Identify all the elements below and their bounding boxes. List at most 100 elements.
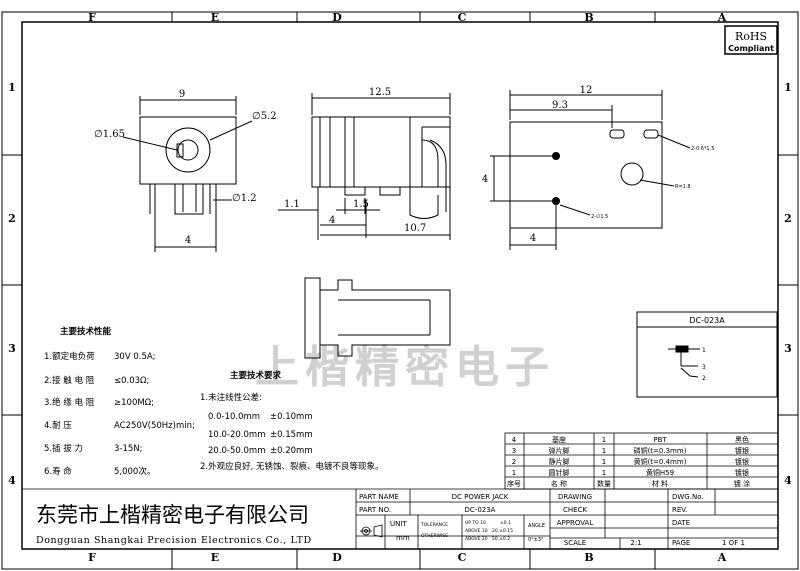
schematic-box bbox=[636, 311, 778, 398]
bom-row-2-name: 静片脚 bbox=[549, 457, 570, 466]
spec-label-1: 1.额定电负荷 bbox=[44, 351, 95, 362]
specs-title: 主要技术性能 bbox=[60, 326, 112, 337]
projection-symbol-icon bbox=[360, 524, 383, 538]
tol-value-2: ±0.15mm bbox=[270, 430, 313, 440]
zone-col-d-bottom: D bbox=[332, 551, 342, 564]
zone-row-4-left: 4 bbox=[8, 474, 16, 487]
angle-value: 0°±3° bbox=[528, 537, 544, 543]
dim-pcb-height: 4 bbox=[482, 174, 488, 185]
check-label: CHECK bbox=[563, 506, 587, 514]
scale-value: 2:1 bbox=[630, 539, 641, 547]
bom-header-no: 序号 bbox=[507, 479, 521, 488]
unit-label: UNIT bbox=[390, 520, 407, 528]
tol-row-2-value: 20 ±0.15 bbox=[492, 528, 513, 534]
scale-label: SCALE bbox=[564, 539, 586, 547]
dim-side-length: 12.5 bbox=[369, 87, 391, 98]
zone-col-b-top: B bbox=[584, 11, 593, 24]
bom-row-2-finish: 镀银 bbox=[735, 457, 749, 466]
pcb-view bbox=[490, 90, 691, 250]
zone-col-c-bottom: C bbox=[458, 551, 467, 564]
zone-col-f-top: F bbox=[88, 11, 96, 24]
zone-row-2-right: 2 bbox=[784, 212, 792, 225]
tol-value-1: ±0.10mm bbox=[270, 412, 313, 422]
zone-row-4-right: 4 bbox=[784, 474, 792, 487]
dim-hole-diameter: ∅5.2 bbox=[252, 111, 277, 122]
rohs-line1: RoHS bbox=[735, 30, 767, 43]
zone-col-f-bottom: F bbox=[88, 551, 96, 564]
page-value: 1 OF 1 bbox=[722, 539, 745, 547]
angle-label: ANGLE bbox=[528, 523, 545, 529]
outer-frame bbox=[1, 11, 799, 570]
spec-label-6: 6.寿 命 bbox=[44, 466, 72, 477]
note-holes: 2-∅1.5 bbox=[591, 214, 608, 220]
approval-label: APPROVAL bbox=[557, 519, 594, 527]
dim-side-d4: 10.7 bbox=[404, 223, 426, 234]
zone-col-e-bottom: E bbox=[211, 551, 219, 564]
bom-row-3-qty: 1 bbox=[602, 447, 606, 455]
bom-row-3-material: 磷铜(t=0.3mm) bbox=[634, 446, 687, 455]
tol-row-3-value: 50 ±0.2 bbox=[492, 536, 510, 542]
part-name-label: PART NAME bbox=[359, 493, 399, 501]
company-name-cn: 东莞市上楷精密电子有限公司 bbox=[36, 503, 309, 527]
dim-side-d3: 4 bbox=[329, 215, 335, 226]
spec-value-1: 30V 0.5A; bbox=[114, 352, 156, 362]
tol-value-3: ±0.20mm bbox=[270, 446, 313, 456]
part-name-value: DC POWER JACK bbox=[452, 493, 509, 501]
spec-label-4: 4.耐 压 bbox=[44, 420, 72, 431]
bom-row-3-name: 弹片脚 bbox=[549, 446, 570, 455]
bom-header-material: 材 料 bbox=[652, 479, 668, 488]
page-label: PAGE bbox=[672, 539, 690, 547]
otherwise-label: OTHERWISE bbox=[421, 533, 448, 539]
dim-pin-hole: ∅1.2 bbox=[232, 193, 257, 204]
zone-col-e-top: E bbox=[211, 11, 219, 24]
dim-side-d1: 1.1 bbox=[284, 199, 300, 210]
part-no-value: DC-023A bbox=[465, 506, 496, 514]
bom-row-4-material: PBT bbox=[653, 436, 667, 444]
bom-header-qty: 数量 bbox=[597, 479, 611, 488]
requirements-title: 主要技术要求 bbox=[230, 370, 282, 381]
schematic-pin-3: 3 bbox=[702, 364, 706, 371]
bom-row-1-material: 黄铜H59 bbox=[646, 468, 674, 477]
drawing-label: DRAWING bbox=[558, 493, 592, 501]
bom-row-2-material: 黄铜(t=0.4mm) bbox=[634, 457, 687, 466]
zone-col-a-bottom: A bbox=[717, 551, 727, 564]
date-label: DATE bbox=[672, 519, 690, 527]
tol-row-2-range: ABOVE 10 bbox=[465, 528, 488, 534]
spec-value-3: ≥100MΩ; bbox=[114, 398, 154, 408]
requirement-line-2: 2.外观应良好, 无锈蚀、裂痕、电镀不良等现象。 bbox=[200, 461, 384, 472]
dim-side-d2: 1.5 bbox=[353, 199, 369, 210]
zone-row-2-left: 2 bbox=[8, 212, 16, 225]
zone-col-a-top: A bbox=[717, 11, 727, 24]
dim-pin-diameter: ∅1.65 bbox=[94, 129, 125, 140]
schematic-pin-1: 1 bbox=[702, 347, 706, 354]
schematic-title: DC-023A bbox=[689, 316, 725, 325]
note-slot: 2-0.6*1.5 bbox=[691, 146, 714, 152]
requirement-line-1: 1.未注线性公差: bbox=[200, 392, 262, 403]
spec-value-6: 5,000次。 bbox=[114, 466, 155, 477]
title-block bbox=[22, 488, 778, 549]
tolerance-label: TOLERANCE bbox=[420, 522, 448, 528]
bom-row-1-name: 圆针脚 bbox=[549, 468, 570, 477]
spec-label-2: 2.接 触 电 阻 bbox=[44, 375, 95, 386]
watermark-text: 上楷精密电子 bbox=[255, 342, 555, 393]
bom-row-4-name: 基座 bbox=[552, 435, 566, 444]
rohs-line2: Compliant bbox=[728, 44, 774, 53]
dim-pcb-bottom: 4 bbox=[530, 233, 536, 244]
spec-value-4: AC250V(50Hz)min; bbox=[114, 421, 195, 431]
spec-value-2: ≤0.03Ω; bbox=[114, 376, 149, 386]
bom-row-4-qty: 1 bbox=[602, 436, 606, 444]
bom-header-finish: 镀 涂 bbox=[734, 479, 750, 488]
bom-row-2-qty: 1 bbox=[602, 458, 606, 466]
dim-pcb-width: 12 bbox=[580, 85, 593, 96]
bom-row-2-no: 2 bbox=[512, 458, 516, 466]
company-name-en: Dongguan Shangkai Precision Electronics … bbox=[36, 535, 312, 546]
dim-front-pitch: 4 bbox=[185, 235, 191, 246]
bom-row-1-no: 1 bbox=[512, 469, 516, 477]
side-view bbox=[278, 93, 451, 240]
bom-table bbox=[504, 432, 779, 490]
tol-row-3-range: ABOVE 20 bbox=[465, 536, 488, 542]
zone-col-c-top: C bbox=[458, 11, 467, 24]
tol-range-1: 0.0-10.0mm bbox=[208, 412, 260, 422]
tol-row-1-range: UP TO 10 bbox=[465, 520, 486, 526]
